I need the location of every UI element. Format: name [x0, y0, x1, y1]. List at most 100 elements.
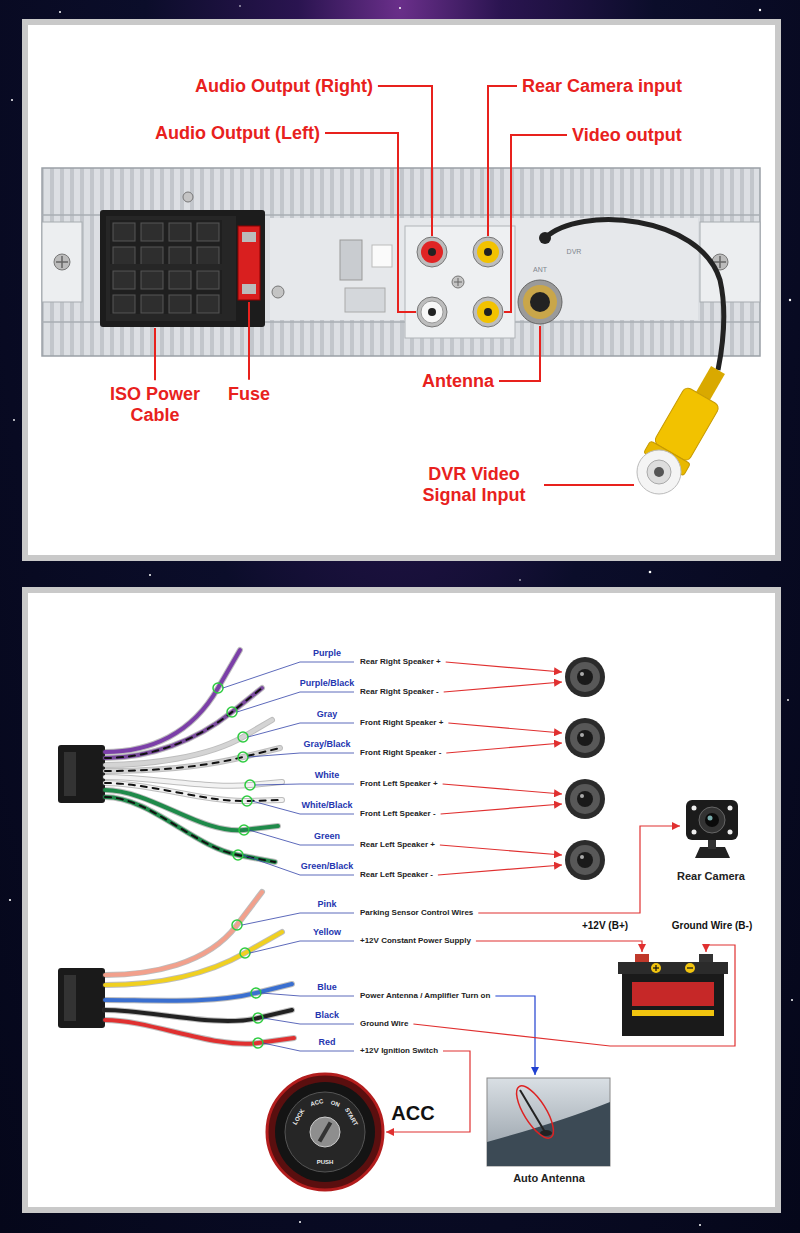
rear-camera — [728, 806, 733, 811]
wire-marker — [213, 683, 223, 693]
screw — [61, 256, 63, 268]
starfield — [11, 99, 13, 101]
starfield — [791, 999, 793, 1001]
fuse — [242, 284, 256, 294]
key-position: LOCK — [292, 1108, 306, 1126]
wire — [105, 892, 262, 975]
wire-color: Green — [314, 831, 340, 841]
wire-color: Gray/Black — [303, 739, 350, 749]
radio-chassis — [372, 245, 392, 267]
radio-chassis — [42, 168, 760, 356]
radio-chassis — [42, 222, 82, 302]
wire-function: +12V Constant Power Supply — [360, 936, 471, 945]
ignition-switch — [318, 1121, 332, 1142]
dvr-cable — [539, 232, 551, 244]
starfield — [239, 5, 241, 7]
screw — [458, 278, 459, 286]
callout-label: Video output — [572, 125, 682, 146]
wire-pointer — [223, 662, 354, 1051]
leader-line — [248, 302, 250, 380]
callout-label: Audio Output (Right) — [195, 76, 373, 97]
antenna-photo — [510, 1081, 560, 1144]
arrow-line — [476, 941, 642, 952]
wire-function: Front Left Speaker - — [360, 809, 436, 818]
rca-jack — [417, 297, 447, 327]
rca-plug-tip — [647, 460, 671, 484]
speaker — [565, 840, 605, 880]
wire-color: Red — [318, 1037, 335, 1047]
fuse — [238, 226, 260, 300]
rca-jack — [421, 301, 443, 323]
wire-function: Front Right Speaker - — [360, 748, 441, 757]
speaker — [577, 852, 593, 868]
wire — [105, 790, 278, 830]
wire — [105, 688, 262, 758]
wire — [105, 748, 280, 771]
ignition-switch — [310, 1117, 340, 1147]
wire — [105, 688, 282, 862]
antenna-socket — [518, 280, 562, 324]
fuse — [242, 232, 256, 242]
rca-jack — [417, 237, 503, 327]
starfield — [519, 579, 521, 581]
screw — [54, 254, 70, 270]
iso-connector — [110, 220, 222, 264]
callout-label: ISO Power Cable — [90, 384, 220, 425]
wire-marker — [253, 1038, 263, 1048]
key-position: START — [343, 1107, 359, 1127]
image-caption: Auto Antenna — [513, 1172, 585, 1185]
leader-line — [544, 484, 634, 486]
wire — [105, 688, 262, 758]
bottom-panel — [25, 590, 778, 1210]
wire-color: Purple — [313, 648, 341, 658]
wire-function: Rear Right Speaker + — [360, 657, 441, 666]
starfield — [789, 299, 791, 301]
wire-color: Gray — [317, 709, 338, 719]
wire-pointer — [263, 1043, 354, 1051]
speaker — [580, 672, 584, 676]
wire — [105, 650, 294, 1044]
speaker — [570, 723, 600, 753]
rca-plug-tip — [637, 450, 681, 494]
wire — [105, 650, 294, 1044]
panel-marking: DVR — [567, 248, 582, 256]
wire-function: Front Left Speaker + — [360, 779, 438, 788]
starfield — [9, 5, 793, 1226]
top-panel — [25, 22, 778, 558]
wire — [105, 932, 282, 985]
wire-function: Rear Left Speaker + — [360, 840, 435, 849]
wire-function: +12V Ignition Switch — [360, 1046, 438, 1055]
battery-label: Ground Wire (B-) — [672, 920, 752, 932]
wire-pointer — [248, 723, 354, 737]
wire-marker — [242, 796, 252, 806]
wire-color: White/Black — [301, 800, 352, 810]
battery — [687, 967, 693, 968]
speaker — [577, 791, 593, 807]
antenna-socket — [518, 280, 562, 324]
speaker — [570, 662, 600, 692]
wire — [105, 797, 275, 862]
arrow-line — [386, 1051, 470, 1132]
rca-jack — [428, 308, 436, 316]
harness-connector — [64, 975, 76, 1021]
wire-color: Black — [315, 1010, 339, 1020]
wire — [105, 650, 294, 1044]
wire-pointer — [261, 993, 354, 996]
iso-connector — [110, 270, 222, 314]
wire — [105, 797, 275, 862]
wire-color: Yellow — [313, 927, 341, 937]
iso-connector — [100, 210, 265, 327]
battery — [618, 954, 728, 1036]
arrow-line — [446, 743, 562, 753]
rca-plug-tip — [654, 467, 664, 477]
wire-marker — [239, 825, 249, 835]
wire — [105, 892, 262, 975]
rear-camera — [705, 813, 719, 827]
callout-label: Fuse — [228, 384, 270, 405]
leader-line — [488, 86, 517, 236]
ignition-switch — [267, 1074, 383, 1190]
battery — [685, 963, 695, 973]
battery-label: +12V (B+) — [582, 920, 628, 932]
starfield — [149, 574, 151, 576]
callout-label: DVR Video Signal Input — [409, 464, 539, 505]
